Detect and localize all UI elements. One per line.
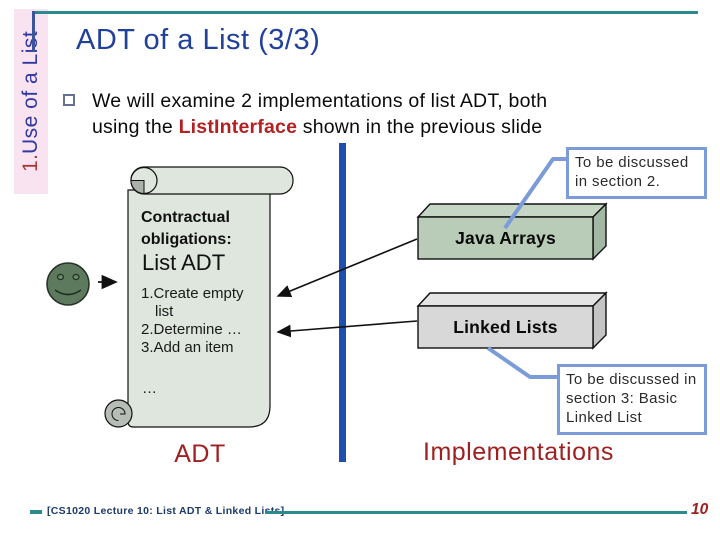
footer-citation: [CS1020 Lecture 10: List ADT & Linked Li… [47,505,285,517]
scroll-ellipsis: … [142,380,157,397]
square-bullet-icon [63,94,75,106]
scroll-item-2: 2.Determine … [141,321,242,338]
list-interface-highlight: ListInterface [178,116,298,138]
bullet-line-2: using the ListInterface shown in the pre… [92,114,547,140]
callout-connector-section3 [486,346,557,379]
bullet-line-2-pre: using the [92,116,179,138]
scroll-heading: Contractual obligations: [141,207,232,251]
page-title: ADT of a List (3/3) [76,24,321,56]
scroll-top-curl-shade [130,180,145,195]
footer-rule [265,511,687,514]
bullet-line-1: We will examine 2 implementations of lis… [92,90,548,112]
implementations-label: Implementations [423,438,614,466]
callout-section2: To be discussed in section 2. [566,147,707,199]
scroll-item-list: 1.Create empty list 2.Determine … 3.Add … [141,285,244,357]
scroll-bottom-curl-spiral [111,407,126,421]
scroll-heading-line2: obligations: [141,231,232,248]
bullet-text: We will examine 2 implementations of lis… [92,88,547,140]
arrow-linked-to-scroll [276,320,418,338]
top-rule-left-drop [32,11,35,52]
linked-lists-label: Linked Lists [453,316,558,337]
scroll-bottom-curl [104,399,133,428]
linked-lists-box-top [416,292,608,307]
page-number: 10 [691,501,709,518]
scroll-title: List ADT [142,250,226,275]
scroll-shape [104,166,294,428]
arrow-java-to-scroll [276,238,418,298]
top-horizontal-rule [32,11,698,14]
callout-section3: To be discussed in section 3: Basic Link… [557,364,707,435]
scroll-item-1-cont: list [155,303,174,320]
footer-dash [30,510,42,514]
bullet-item: We will examine 2 implementations of lis… [63,88,547,140]
adt-implementations-divider-bar [339,143,346,462]
adt-label: ADT [174,440,226,468]
java-arrays-box [416,202,608,261]
linked-lists-box [416,291,608,350]
smiley-face-icon [46,262,90,306]
scroll-heading-line1: Contractual [141,209,230,226]
java-arrays-label: Java Arrays [455,227,556,248]
linked-lists-box-front [417,305,594,349]
callout-connector-section2 [503,157,566,230]
scroll-item-3: 3.Add an item [141,339,234,356]
sidebar-strip [14,9,48,194]
bullet-line-2-post: shown in the previous slide [297,116,543,138]
scroll-item-1: 1.Create empty [141,285,244,302]
